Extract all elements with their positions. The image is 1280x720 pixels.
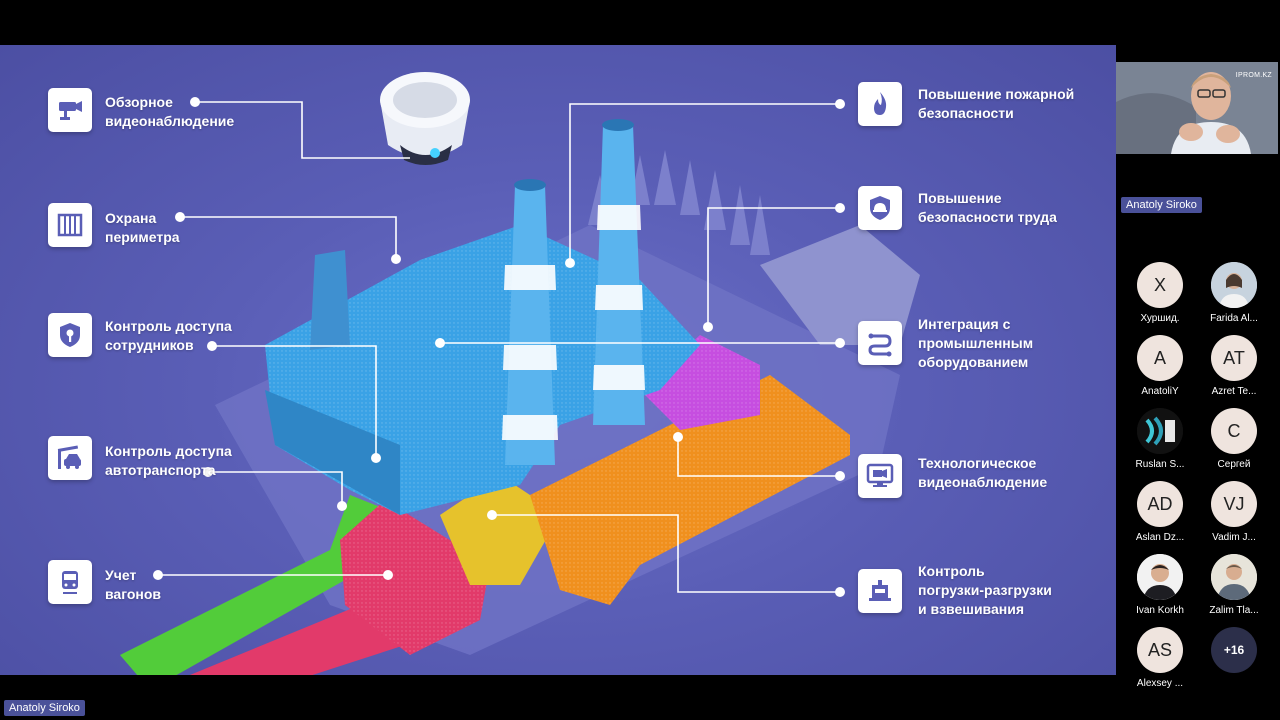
participant-name: Сергей — [1217, 459, 1251, 470]
forest-trees — [588, 150, 770, 255]
train-zone — [190, 605, 405, 675]
participant-avatar: AS — [1137, 627, 1183, 673]
flame-icon — [858, 82, 902, 126]
pipeline-integration-icon — [858, 321, 902, 365]
participant-tile[interactable]: AS Alexsey ... — [1125, 627, 1195, 689]
participant-avatar: С — [1211, 408, 1257, 454]
label-employee-access: Контроль доступа сотрудников — [105, 318, 232, 353]
industrial-plant-illustration — [120, 72, 920, 675]
loading-zone — [440, 475, 560, 585]
participant-name: Ruslan S... — [1135, 459, 1185, 470]
label-perimeter-security: Охрана периметра — [105, 210, 180, 245]
participant-avatar — [1211, 262, 1257, 308]
label-equipment-integration: Интеграция с промышленным оборудованием — [918, 316, 1034, 370]
participant-name: Farida Al... — [1210, 313, 1258, 324]
label-loading-weighing: Контроль погрузки-разгрузки и взвешивани… — [918, 563, 1052, 617]
train-wagon-icon — [48, 560, 92, 604]
label-overview-surveillance: Обзорное видеонаблюдение — [105, 94, 235, 129]
participant-name: Хуршид. — [1140, 313, 1180, 324]
callout-dots — [153, 97, 845, 597]
participant-tile[interactable]: VJ Vadim J... — [1199, 481, 1269, 543]
participant-tile[interactable]: С Сергей — [1199, 408, 1269, 470]
cctv-camera-icon — [48, 88, 92, 132]
shield-key-icon — [48, 313, 92, 357]
label-fire-safety: Повышение пожарной безопасности — [918, 86, 1075, 121]
callout-lines — [158, 101, 840, 593]
participant-avatar: VJ — [1211, 481, 1257, 527]
participant-name: Azret Te... — [1211, 386, 1257, 397]
participant-avatar: AT — [1211, 335, 1257, 381]
label-vehicle-access: Контроль доступа автотранспорта — [105, 443, 232, 478]
person-photo-icon — [1137, 554, 1183, 600]
participant-name: Zalim Tla... — [1209, 605, 1259, 616]
warehouse-building — [760, 225, 920, 345]
logo-avatar-icon — [1137, 408, 1183, 454]
participant-avatar: AD — [1137, 481, 1183, 527]
participant-name: Alexsey ... — [1136, 678, 1184, 689]
fence-gate-icon — [48, 203, 92, 247]
participant-avatar — [1137, 408, 1183, 454]
participant-name: Aslan Dz... — [1135, 532, 1185, 543]
participant-avatar — [1211, 554, 1257, 600]
label-labor-safety: Повышение безопасности труда — [918, 190, 1057, 225]
active-speaker-video[interactable]: IPROM.KZ — [1116, 62, 1278, 154]
railway-zone — [120, 495, 400, 675]
barrier-car-icon — [48, 436, 92, 480]
participant-tile[interactable]: Zalim Tla... — [1199, 554, 1269, 616]
participant-tile[interactable]: A AnatoliY — [1125, 335, 1195, 397]
participant-avatar: X — [1137, 262, 1183, 308]
presenter-name-tag: Anatoly Siroko — [4, 700, 85, 716]
label-wagon-accounting: Учет вагонов — [105, 567, 162, 602]
participant-tile[interactable]: AT Azret Te... — [1199, 335, 1269, 397]
scale-cargo-icon — [858, 569, 902, 613]
person-photo-icon — [1211, 554, 1257, 600]
participant-tile[interactable]: AD Aslan Dz... — [1125, 481, 1195, 543]
person-photo-icon — [1211, 262, 1257, 308]
participant-tile[interactable]: X Хуршид. — [1125, 262, 1195, 324]
participant-avatar — [1137, 554, 1183, 600]
dome-camera-illustration — [380, 72, 470, 165]
participant-tile[interactable]: Ivan Korkh — [1125, 554, 1195, 616]
participant-tile[interactable]: Ruslan S... — [1125, 408, 1195, 470]
tower-structure — [310, 250, 350, 350]
label-process-surveillance: Технологическое видеонаблюдение — [918, 455, 1048, 490]
hard-hat-shield-icon — [858, 186, 902, 230]
participant-name: AnatoliY — [1141, 386, 1179, 397]
participant-name: Ivan Korkh — [1136, 605, 1184, 616]
participant-tile[interactable]: Farida Al... — [1199, 262, 1269, 324]
speaker-overlay-brand: IPROM.KZ — [1235, 72, 1272, 79]
more-participants-count: +16 — [1211, 627, 1257, 673]
speaker-name-tag: Anatoly Siroko — [1121, 197, 1202, 213]
participant-avatar: A — [1137, 335, 1183, 381]
smokestacks — [502, 119, 645, 465]
participant-name: Vadim J... — [1212, 532, 1256, 543]
monitor-camera-icon — [858, 454, 902, 498]
speaker-person-illustration — [1116, 62, 1278, 154]
more-participants-button[interactable]: +16 — [1199, 627, 1269, 673]
shared-presentation-slide: Обзорное видеонаблюдение Охрана периметр… — [0, 45, 1116, 675]
